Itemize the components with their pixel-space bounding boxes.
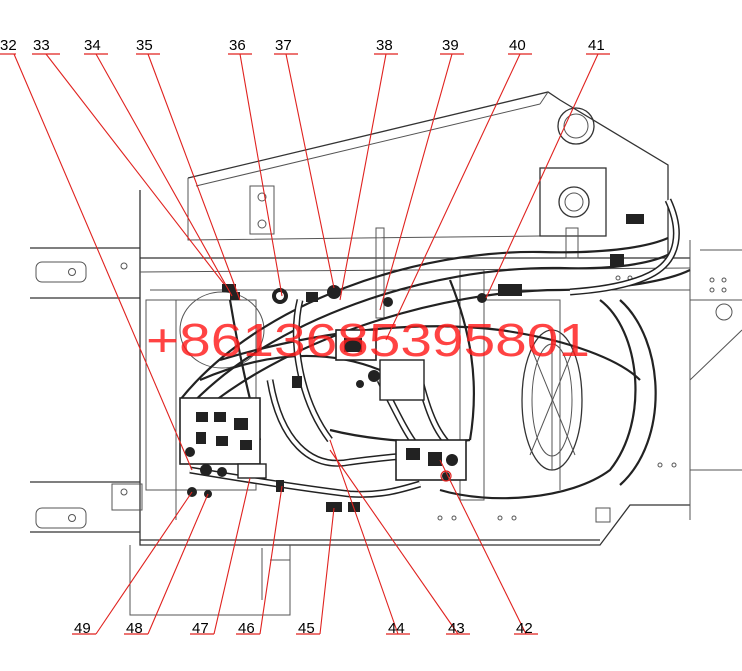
callout-48: 48 — [126, 620, 143, 637]
callout-47: 47 — [192, 620, 209, 637]
callout-43: 43 — [448, 620, 465, 637]
callouts-top: 32 33 34 35 36 37 38 39 40 41 — [0, 37, 605, 54]
leader-lines — [0, 53, 610, 635]
callout-38: 38 — [376, 37, 393, 54]
hydraulic-components — [179, 214, 644, 512]
phone-watermark: +8613685395801 — [146, 314, 590, 366]
callout-36: 36 — [229, 37, 246, 54]
callout-39: 39 — [442, 37, 459, 54]
callout-37: 37 — [275, 37, 292, 54]
callout-45: 45 — [298, 620, 315, 637]
callout-44: 44 — [388, 620, 405, 637]
callout-35: 35 — [136, 37, 153, 54]
callout-33: 33 — [33, 37, 50, 54]
callout-34: 34 — [84, 37, 101, 54]
callouts-bottom: 49 48 47 46 45 44 43 42 — [74, 620, 533, 637]
callout-46: 46 — [238, 620, 255, 637]
callout-42: 42 — [516, 620, 533, 637]
callout-49: 49 — [74, 620, 91, 637]
callout-32: 32 — [0, 37, 17, 54]
callout-41: 41 — [588, 37, 605, 54]
callout-40: 40 — [509, 37, 526, 54]
